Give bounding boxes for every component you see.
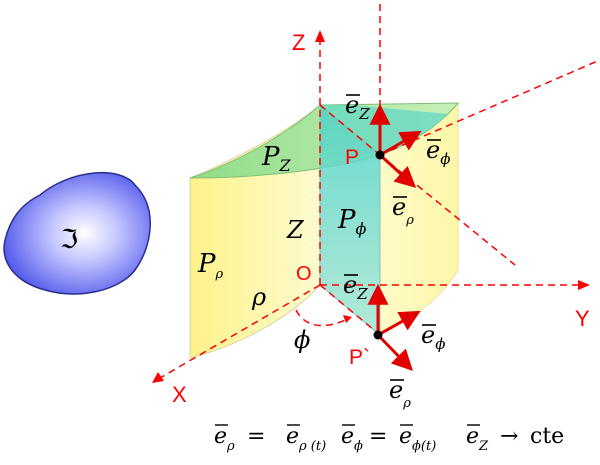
- svg-text:eϕ(t): eϕ(t): [399, 424, 436, 454]
- vector-label-ephi-top: eϕ: [426, 136, 450, 168]
- vector-label-ez-bottom: eZ: [343, 271, 368, 303]
- point-p: [375, 150, 385, 160]
- equation-e-phi: eϕ = eϕ(t): [341, 424, 436, 454]
- svg-text:eϕ: eϕ: [426, 136, 450, 168]
- y-axis-arrowhead: [578, 280, 590, 290]
- svg-text:eZ: eZ: [466, 424, 489, 454]
- svg-text:=: =: [247, 424, 265, 449]
- phi-arc-arrowhead: [343, 315, 352, 323]
- surface-label-prho: Pρ: [197, 249, 224, 282]
- svg-text:eϕ: eϕ: [341, 424, 363, 454]
- origin-label: O: [296, 263, 312, 285]
- svg-text:=: =: [369, 424, 387, 449]
- surface-label-pphi: Pϕ: [337, 205, 367, 238]
- variable-z: Z: [286, 216, 305, 244]
- vector-label-ez-top: eZ: [345, 91, 370, 123]
- x-axis-arrowhead: [152, 372, 164, 383]
- surface-label-pz: PZ: [261, 142, 292, 175]
- variable-phi: ϕ: [294, 326, 310, 354]
- vector-label-erho-top: eρ: [392, 193, 414, 228]
- vector-label-ephi-bottom: eϕ: [421, 321, 445, 353]
- surface-top-teal: [320, 105, 448, 155]
- axis-label-y: Y: [575, 306, 590, 331]
- svg-text:eρ (t): eρ (t): [286, 424, 326, 454]
- equation-e-z: eZ → cte: [466, 424, 564, 454]
- region-symbol: ℑ: [60, 225, 78, 255]
- svg-text:eρ: eρ: [214, 424, 235, 454]
- point-p-prime: [373, 330, 383, 340]
- svg-text:cte: cte: [530, 424, 564, 449]
- svg-text:eρ: eρ: [389, 376, 411, 411]
- axis-label-z: Z: [292, 30, 305, 55]
- point-label-p-prime: P`: [349, 346, 370, 369]
- axis-label-x: X: [172, 382, 187, 407]
- svg-text:eϕ: eϕ: [421, 321, 445, 353]
- svg-text:eρ: eρ: [392, 193, 414, 228]
- equation-e-rho: eρ = eρ (t): [214, 424, 326, 454]
- unit-vectors-bottom: [367, 283, 421, 372]
- point-label-p: P: [345, 146, 359, 169]
- region-blob: [3, 172, 151, 295]
- unit-vectors-top: [369, 103, 422, 188]
- svg-text:→: →: [500, 424, 518, 449]
- vector-label-erho-bottom: eρ: [389, 376, 411, 411]
- variable-rho: ρ: [251, 283, 266, 311]
- svg-text:eZ: eZ: [345, 91, 370, 123]
- svg-text:eZ: eZ: [343, 271, 368, 303]
- z-axis-arrowhead: [315, 30, 325, 42]
